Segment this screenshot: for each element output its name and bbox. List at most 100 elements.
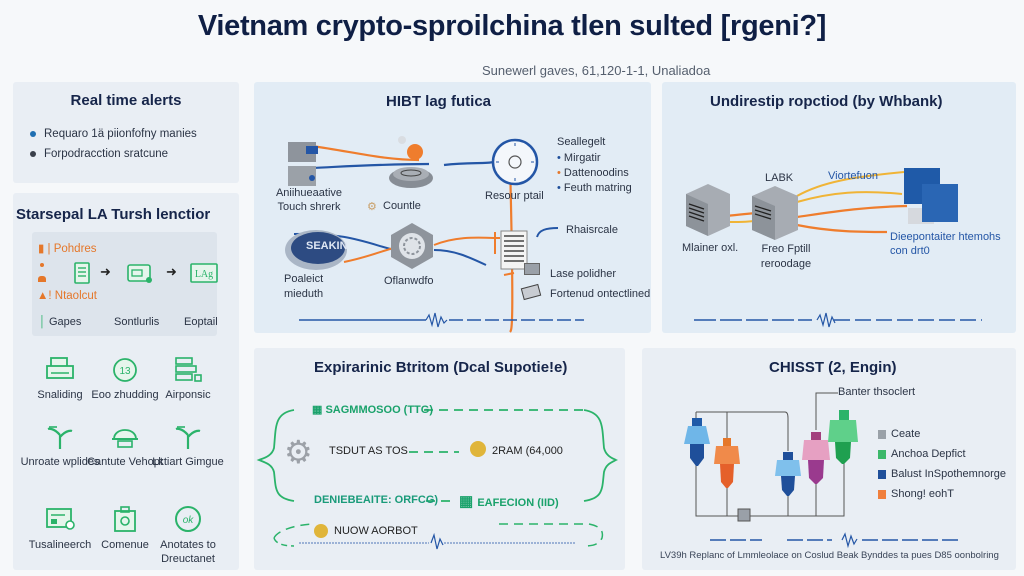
server-rack-icon: ▦ — [312, 404, 326, 416]
servers-label: Aniihueaative Touch shrerk — [275, 187, 343, 213]
arrow-right-icon: ➜ — [166, 264, 177, 279]
bell-node-1 — [684, 418, 710, 466]
exp-row-middle-right[interactable]: 2RAM (64,000 — [492, 445, 563, 457]
svg-text:LAg: LAg — [195, 269, 213, 280]
exp-panel: Expirarinic Btritom (Dcal Supotie!e) ▦ S… — [254, 348, 625, 570]
exp-row-top[interactable]: ▦ SAGMMOSOO (TTG) — [312, 403, 433, 416]
exp-row-label: SAGMMOSOO (TTG) — [325, 404, 433, 416]
exp-row-label: EAFECION (IID) — [477, 497, 559, 509]
legend-item: Balust InSpothemnorge — [878, 468, 1006, 480]
page-subtitle: Sunewerl gaves, 61,120-1-1, Unaliadoa — [482, 63, 711, 78]
function-title: Starsepal LA Tursh lenctior — [16, 206, 211, 223]
bell-node-3 — [775, 452, 801, 496]
robot-icon — [314, 524, 328, 538]
chisst-footer: LV39h Replanc of Lmmleolace on Coslud Be… — [660, 550, 999, 561]
hibt-title: HIBT lag futica — [386, 93, 492, 110]
coin-icon: ⚙ — [367, 201, 377, 213]
bag-icon — [114, 506, 136, 532]
legend-swatch — [878, 489, 886, 499]
sprout-icon — [175, 426, 201, 449]
printer-icon[interactable] — [524, 263, 540, 275]
server1-label: Mlainer oxl. — [682, 242, 739, 254]
gauge-label: Resour ptail — [485, 190, 544, 202]
hex-label: Oflanwdfo — [384, 275, 434, 287]
coin-icon — [470, 441, 486, 457]
badge-text: SEAKIN — [306, 240, 348, 252]
server-stack-icon[interactable] — [286, 140, 322, 192]
document-icon[interactable] — [74, 262, 90, 284]
badge-caption: Poaleict mieduth — [284, 273, 324, 300]
bullet-icon: • — [557, 182, 564, 194]
legend-swatch — [878, 449, 886, 459]
step-label: │ Gapes — [39, 316, 81, 328]
feature-label: Lktiart Gimgue — [152, 456, 224, 468]
chisst-diagram — [684, 392, 962, 549]
warning-bell-icon — [38, 276, 46, 282]
legend-item: Ceate — [878, 428, 920, 440]
counter-label: Countle — [383, 200, 421, 212]
bullet-icon — [30, 130, 36, 137]
exp-row-bottom-right[interactable]: ▦ EAFECION (IID) — [459, 492, 559, 510]
step-label: Eoptail — [184, 316, 218, 328]
legend-swatch — [878, 429, 886, 439]
page-title: Vietnam crypto-sproilchina tlen sulted [… — [197, 10, 827, 42]
undirect-panel: Undirestip ropctiod (by Whbank) Mlainer … — [662, 82, 1016, 333]
flow-box: ▮ | Pohdres ▲! Ntaolcut ➜ ➜ LAg │ Gapes … — [32, 232, 218, 336]
link-label: Viortefuon — [828, 170, 878, 182]
legend-label: Ceate — [891, 428, 921, 440]
legend-label: Anchoa Depfict — [891, 448, 966, 460]
destination-blocks-icon[interactable] — [900, 166, 962, 228]
step-label: Sontlurlis — [114, 316, 160, 328]
lab-icon[interactable]: LAg — [190, 263, 218, 283]
bell-node-2 — [714, 438, 740, 488]
card-icon[interactable] — [127, 264, 153, 284]
legend-swatch — [878, 469, 886, 479]
legend-label: Shong! eohT — [891, 488, 954, 500]
function-panel: Starsepal LA Tursh lenctior ▮ | Pohdres … — [13, 193, 239, 570]
svg-text:13: 13 — [119, 366, 131, 377]
alerts-panel: Real time alerts Requaro 1ä piionfofny m… — [13, 82, 239, 183]
bullet-icon: • — [557, 167, 564, 179]
id-card-icon — [46, 508, 75, 530]
alert-item[interactable]: Forpodracction sratcune — [30, 148, 168, 160]
bell-node-5 — [828, 410, 858, 464]
flow-label-top: ▮ | Pohdres — [38, 241, 97, 255]
seakin-badge-icon[interactable] — [284, 228, 348, 272]
keyboard-label: Fortenud ontectlined — [550, 288, 651, 300]
printer-label: Lase polidher — [550, 268, 617, 280]
exp-row-bottom-left[interactable]: DENIEBEAITE: ORFCG) — [314, 494, 439, 506]
chisst-title: CHISST (2, Engin) — [769, 359, 897, 376]
step-marker-icon: │ — [39, 316, 49, 328]
hibt-list-item: • Mirgatir — [557, 152, 601, 164]
exp-title: Expirarinic Btritom (Dcal Supotie!e) — [314, 359, 568, 376]
gauge-icon[interactable] — [491, 138, 539, 186]
chisst-top-label: Banter thsoclert — [838, 386, 916, 398]
feature-label: Cantute Vehopt — [87, 456, 163, 468]
document-stack-icon[interactable] — [500, 230, 528, 270]
chisst-panel: CHISST (2, Engin) Banter thsoclert — [642, 348, 1016, 570]
sprout-icon — [47, 426, 73, 449]
gear-icon: ⚙ — [284, 434, 313, 470]
hexagon-node-icon[interactable] — [390, 222, 434, 270]
alerts-title: Real time alerts — [70, 92, 182, 109]
exp-row-middle-left[interactable]: TSDUT AS TOS — [329, 445, 408, 457]
server-box-icon[interactable] — [684, 182, 732, 236]
alert-item[interactable]: Requaro 1ä piionfofny manies — [30, 128, 197, 140]
hibt-connections — [293, 144, 584, 333]
feature-label: Snaliding — [37, 389, 83, 401]
arrow-right-icon: ➜ — [100, 264, 111, 279]
exp-connections — [256, 409, 619, 550]
feature-label: Unroate wplides — [20, 456, 100, 468]
ok-circle-icon: ok — [175, 506, 201, 532]
undirect-title: Undirestip ropctiod (by Whbank) — [710, 93, 943, 110]
dome-icon — [112, 429, 138, 448]
hibt-list-title: Seallegelt — [557, 136, 606, 148]
crypto-device-icon[interactable] — [387, 130, 435, 190]
server-box-icon[interactable] — [750, 184, 800, 240]
hibt-list-label: Dattenoodins — [563, 167, 629, 179]
destination-label: Dieepontaiter htemohs con drt0 — [890, 231, 1001, 257]
flow-label-bottom: ▲! Ntaolcut — [37, 290, 97, 302]
alert-marker-icon: ▮ | — [38, 243, 54, 255]
hibt-panel: HIBT lag futica Aniihueaative Touch shre… — [254, 82, 651, 333]
exp-bottom-label[interactable]: NUOW AORBOT — [334, 525, 418, 537]
